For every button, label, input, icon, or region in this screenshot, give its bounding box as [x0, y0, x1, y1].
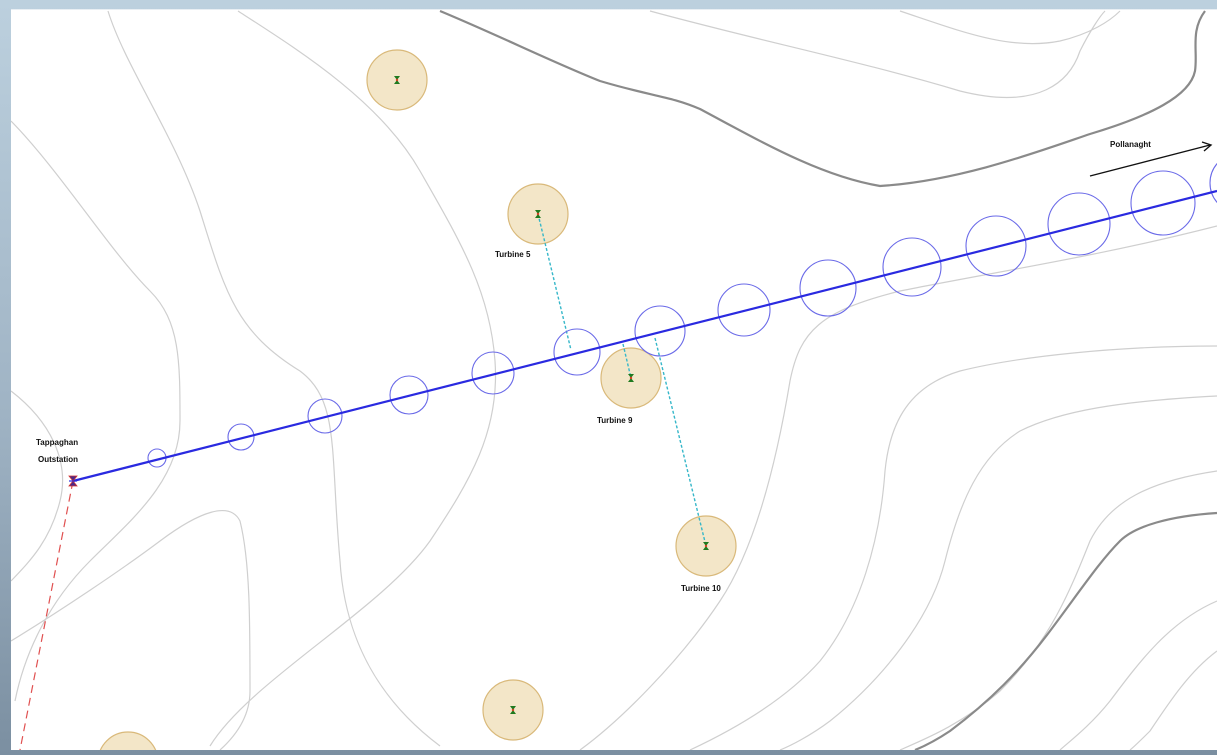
fresnel-zone: [965, 215, 1027, 277]
outstation-icon[interactable]: [68, 475, 78, 487]
contour-line: [579, 225, 1217, 750]
turbine-buffer: [99, 731, 157, 750]
turbine-buffers: [99, 49, 737, 750]
turbine-icon[interactable]: [394, 76, 400, 84]
contour-line: [1129, 650, 1217, 750]
arrow-right-icon: [1089, 141, 1213, 177]
index-contour-line: [914, 511, 1217, 750]
contour-line: [899, 470, 1217, 750]
fresnel-zone: [553, 328, 601, 376]
contour-lines: [11, 10, 1217, 750]
outstation-label-line1: Tappaghan: [36, 438, 78, 447]
contour-line: [11, 390, 64, 582]
fresnel-zone: [1209, 162, 1217, 204]
contour-line: [649, 10, 1106, 99]
fresnel-zone: [882, 237, 942, 297]
fresnel-zone: [717, 283, 771, 337]
contour-line: [689, 345, 1217, 750]
fresnel-zone: [389, 375, 429, 415]
contour-line: [779, 395, 1217, 750]
turbine-5-label: Turbine 5: [495, 250, 531, 259]
fresnel-zone: [307, 398, 343, 434]
contour-line: [1059, 600, 1217, 750]
turbine-icon[interactable]: [628, 374, 634, 382]
fresnel-zone: [1130, 170, 1196, 236]
fresnel-zone: [799, 259, 857, 317]
turbine-icons: [394, 76, 709, 714]
turbine-icon[interactable]: [703, 542, 709, 550]
fresnel-zone: [227, 423, 255, 451]
contour-line: [209, 10, 497, 747]
destination-label: Pollanaght: [1110, 140, 1151, 149]
contour-line: [899, 10, 1121, 45]
fresnel-zones: [147, 162, 1217, 468]
boundary-line: [19, 480, 74, 750]
obstruction-line: [537, 213, 572, 351]
contour-line: [11, 120, 181, 702]
fresnel-zone: [471, 351, 515, 395]
index-contour-line: [439, 10, 1206, 188]
turbine-icon[interactable]: [510, 706, 516, 714]
map-canvas[interactable]: Tappaghan Outstation Turbine 5 Turbine 9…: [11, 9, 1217, 750]
link-line[interactable]: [72, 189, 1217, 483]
index-contours: [439, 10, 1217, 750]
contour-line: [107, 10, 441, 747]
outstation-label-line2: Outstation: [38, 455, 78, 464]
turbine-icon[interactable]: [535, 210, 541, 218]
obstruction-line: [622, 343, 632, 379]
turbine-9-label: Turbine 9: [597, 416, 633, 425]
obstruction-lines: [537, 213, 707, 547]
turbine-10-label: Turbine 10: [681, 584, 721, 593]
obstruction-line: [654, 337, 707, 547]
fresnel-zone: [1047, 192, 1111, 256]
fresnel-zone: [634, 305, 686, 357]
contour-line: [11, 510, 251, 750]
